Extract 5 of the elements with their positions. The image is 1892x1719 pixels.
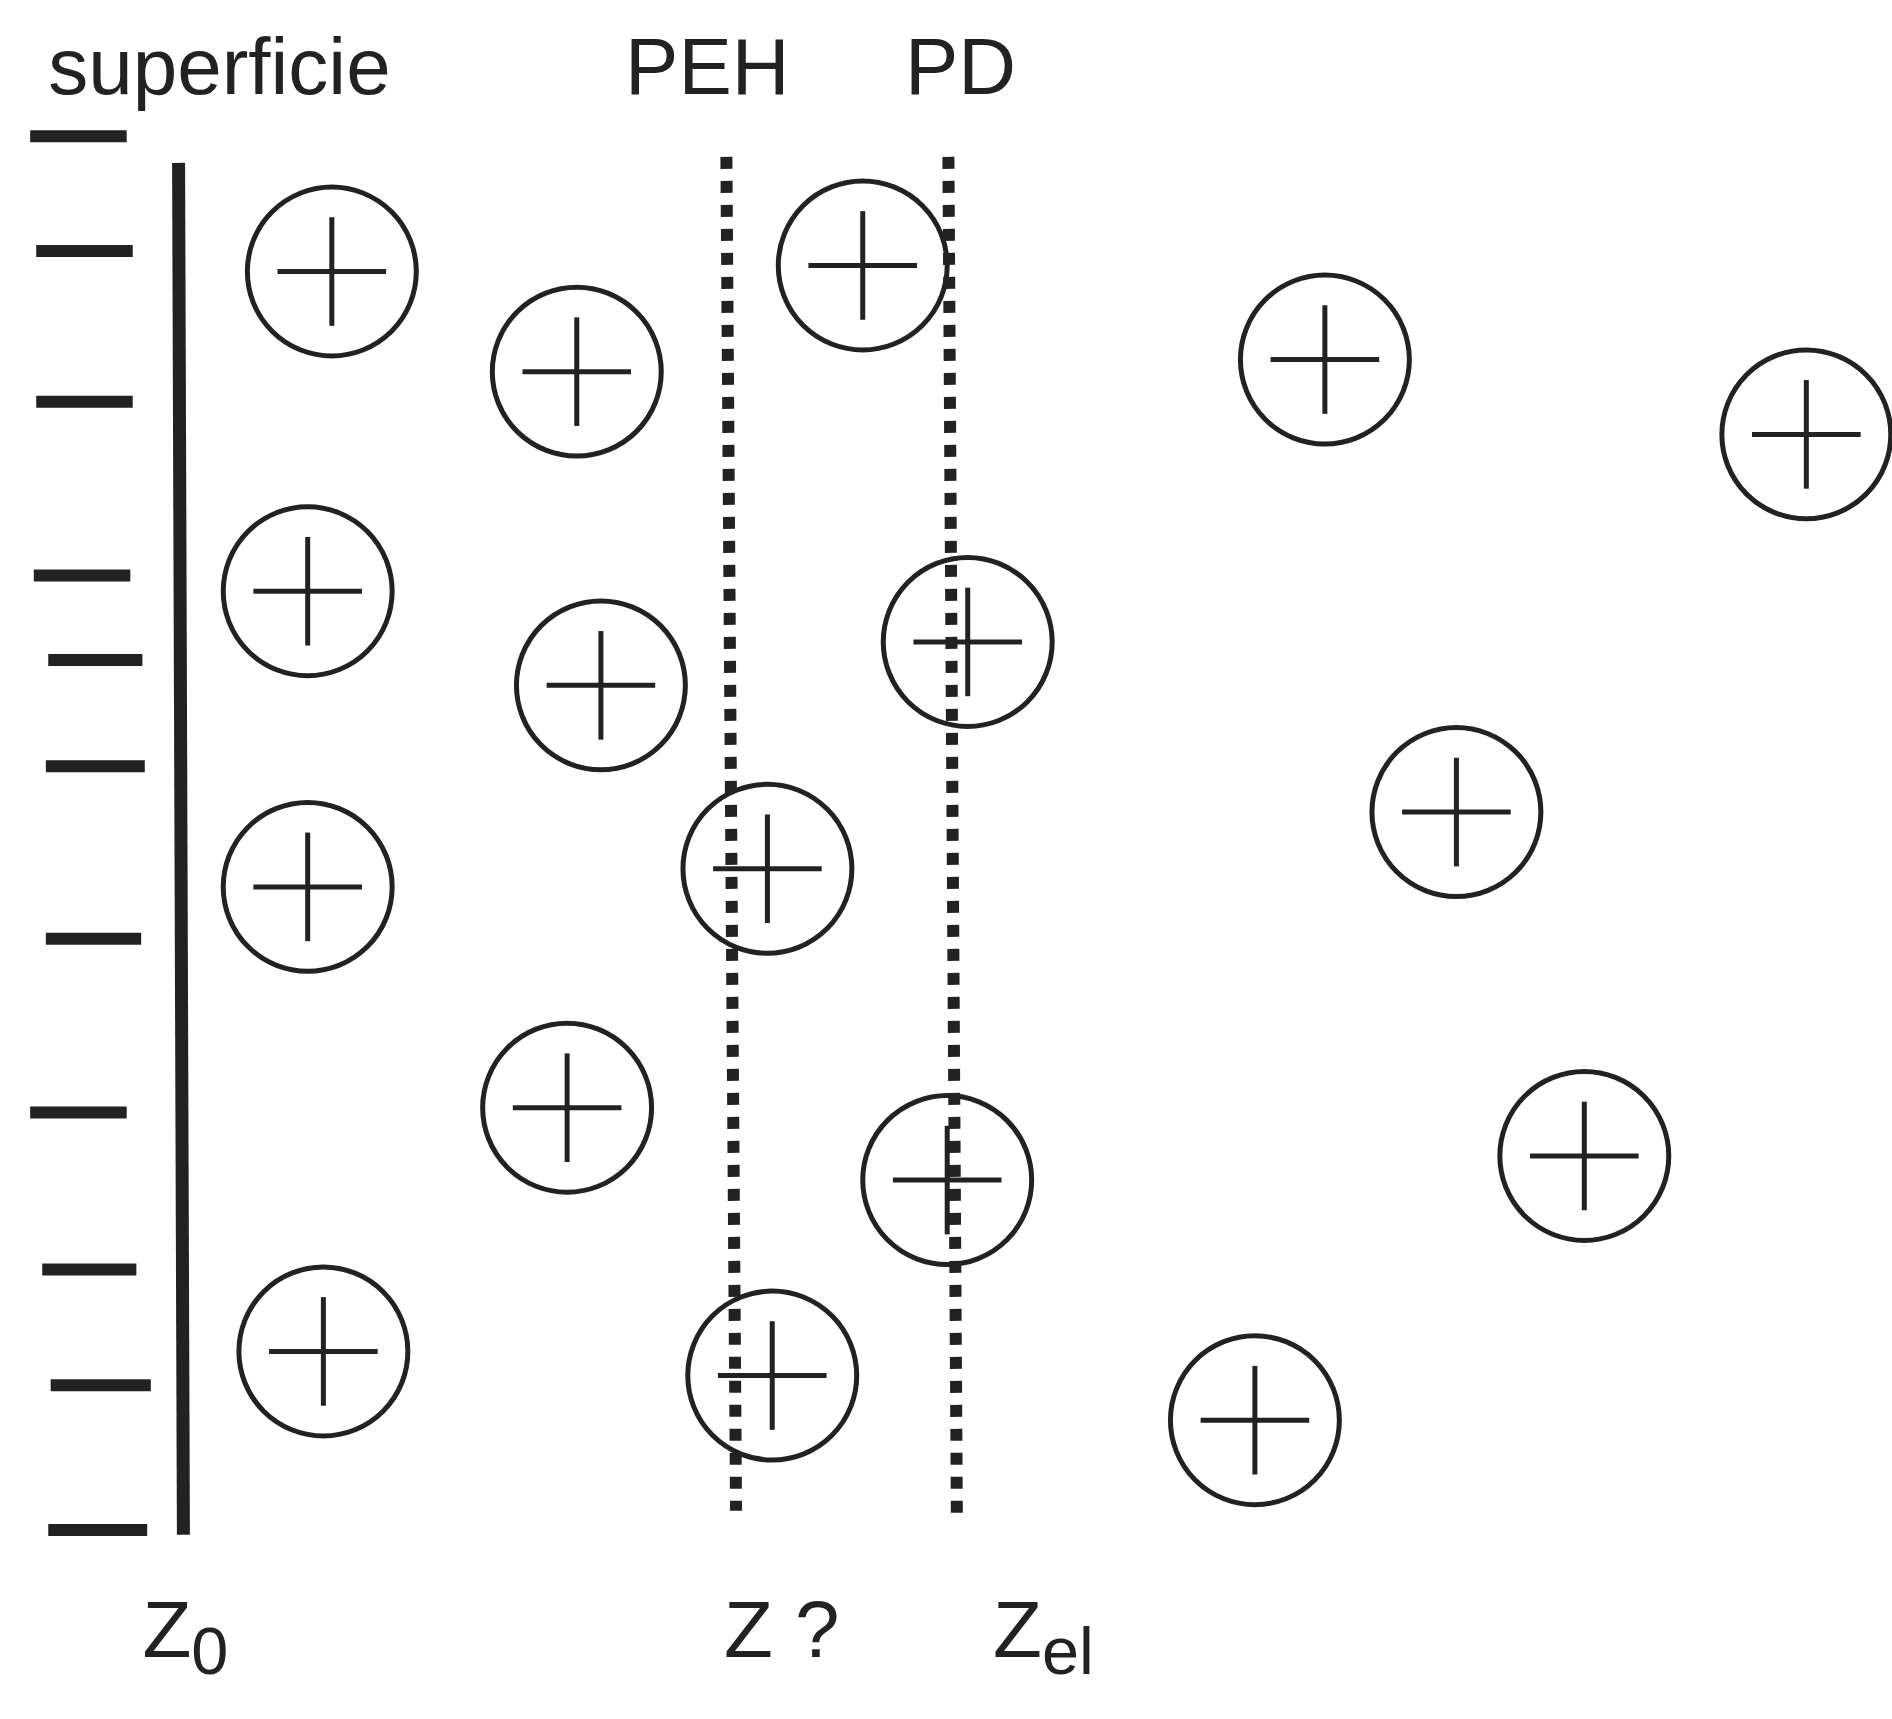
plane-label: PEH <box>625 26 790 107</box>
position-label: Z ? <box>723 1590 840 1671</box>
position-label: Z$_{el}$ <box>993 1590 1094 1685</box>
position-label: Z$_{0}$ <box>142 1590 229 1685</box>
plane-label: PD <box>904 26 1017 107</box>
